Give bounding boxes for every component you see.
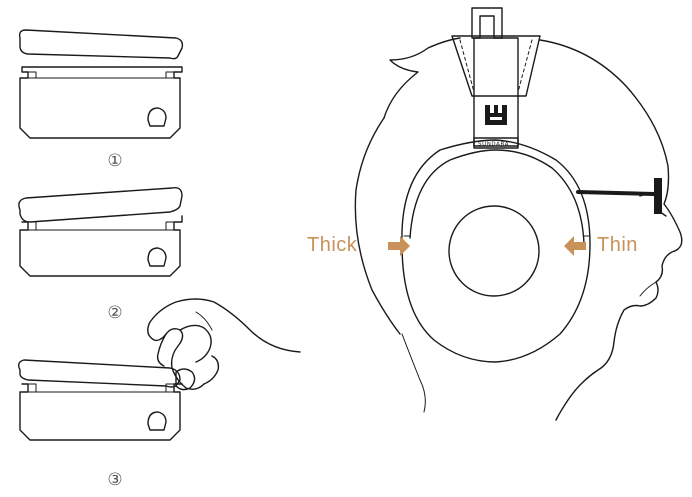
step-label-1: ① [107, 151, 123, 171]
brand-label: SUNDARA [478, 142, 509, 148]
brand-logo-icon [485, 105, 507, 125]
step-1-illustration [18, 29, 184, 139]
earcup [401, 139, 591, 363]
hand-illustration [147, 298, 301, 391]
step-3-illustration [17, 359, 183, 441]
step-2-illustration [18, 186, 183, 277]
step-label-2: ② [107, 303, 123, 323]
thick-arrow-icon [388, 236, 410, 256]
headband-slider [473, 37, 519, 147]
glasses-illustration [576, 178, 667, 217]
headband: SUNDARA [451, 7, 541, 149]
earcup-inner-circle [448, 205, 540, 297]
thin-arrow-icon [564, 236, 586, 256]
thick-label: Thick [307, 234, 358, 256]
head-profile [354, 37, 683, 421]
glasses-lens [654, 178, 662, 214]
thin-label: Thin [597, 234, 638, 256]
step-label-3: ③ [107, 470, 123, 490]
